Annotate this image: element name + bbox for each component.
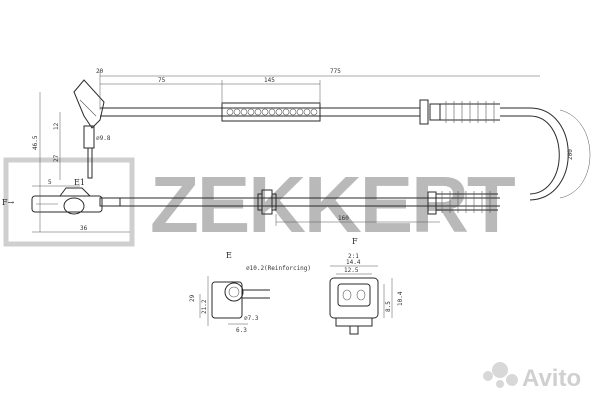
lower-cable xyxy=(120,189,500,215)
brand-name: ZEKKERT xyxy=(150,160,516,249)
ribbed-clip xyxy=(226,108,318,116)
connector-plug xyxy=(31,187,121,215)
dim-5: 5 xyxy=(48,179,52,186)
dim-12-5: 12.5 xyxy=(344,267,359,274)
dim-12: 12 xyxy=(53,122,60,130)
dim-8-5: 8.5 xyxy=(385,301,392,312)
dim-29: 29 xyxy=(189,294,196,302)
dim-160: 160 xyxy=(338,215,349,222)
dim-20: 20 xyxy=(96,68,104,75)
dimension-labels: 775 20 75 145 46.5 12 ∅9.8 27 36 5 160 2… xyxy=(32,68,574,232)
marker-e1: E1 xyxy=(74,178,85,187)
dim-10-2: ∅10.2(Reinforcing) xyxy=(246,265,311,272)
avito-watermark: Avito xyxy=(483,362,581,392)
dim-200: 200 xyxy=(567,149,574,160)
dim-75: 75 xyxy=(158,77,166,84)
dim-6-3: 6.3 xyxy=(236,327,247,334)
zekkert-logo: ZEKKERT xyxy=(3,157,518,249)
scale-2-1: 2:1 xyxy=(348,253,359,260)
dim-9-8: ∅9.8 xyxy=(96,135,111,142)
dim-21-2: 21.2 xyxy=(201,299,208,314)
dim-36: 36 xyxy=(80,225,88,232)
view-f-arrow: F→ xyxy=(2,198,15,207)
detail-view-e: E ∅10.2(Reinforcing) 29 21.2 ∅7.3 6.3 xyxy=(189,251,311,334)
dim-46-5: 46.5 xyxy=(32,135,39,150)
dim-10-4: 10.4 xyxy=(397,291,404,306)
detail-view-f: F 2:1 14.4 12.5 8.5 10.4 xyxy=(329,237,404,335)
dim-775: 775 xyxy=(330,68,341,75)
dimension-lines xyxy=(32,70,540,233)
sensor-head xyxy=(73,79,105,179)
view-f-title: F xyxy=(352,237,358,246)
dim-14-4: 14.4 xyxy=(346,259,361,266)
cable-loop xyxy=(529,107,591,201)
avito-text: Avito xyxy=(522,365,581,392)
dim-7-3: ∅7.3 xyxy=(244,315,259,322)
view-e-title: E xyxy=(226,251,232,260)
dim-27: 27 xyxy=(53,154,60,162)
upper-cable xyxy=(100,99,530,125)
dim-145: 145 xyxy=(264,77,275,84)
